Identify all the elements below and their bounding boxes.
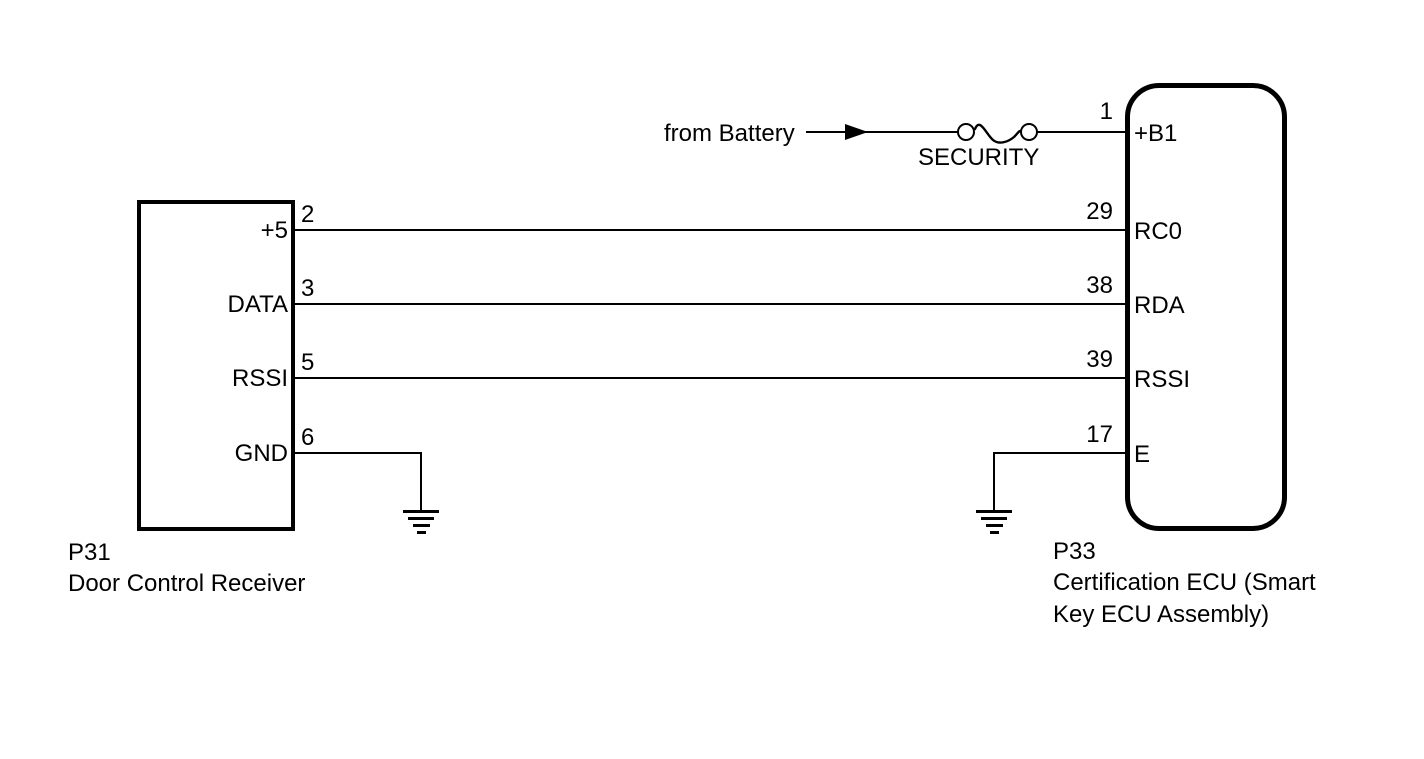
pin-number-39: 39 [1086,346,1113,373]
pin-number-6: 6 [301,424,315,451]
wire-e-horizontal [993,452,1125,454]
pin-number-38: 38 [1086,272,1113,299]
pin-label-b1: +B1 [1134,120,1178,147]
fuse-name-label: SECURITY [918,144,1040,171]
battery-source-label: from Battery [664,120,795,147]
pin-number-2: 2 [301,201,315,228]
connector-code-p31: P31 [68,539,111,566]
pin-label-data: DATA [227,291,288,318]
arrow-right-icon [845,124,868,140]
fuse-terminal-right-icon [1020,123,1038,141]
ground-symbol-right [976,452,1012,536]
wire-plus5-rc0 [295,229,1125,231]
pin-number-5: 5 [301,349,315,376]
pin-label-e: E [1134,441,1151,468]
connector-name-p33-line1: Certification ECU (Smart [1053,569,1316,596]
wire-data-rda [295,303,1125,305]
fuse-element-icon [973,123,1022,144]
ground-bar [413,524,430,527]
pin-label-rssi-right: RSSI [1134,366,1191,393]
wire-gnd-horizontal [295,452,422,454]
pin-number-17: 17 [1086,421,1113,448]
ground-bar [403,510,439,513]
ground-bar [990,531,999,534]
connector-code-p33: P33 [1053,538,1096,565]
pin-number-29: 29 [1086,198,1113,225]
pin-label-rc0: RC0 [1134,218,1183,245]
pin-number-1: 1 [1099,98,1113,125]
ground-stem [993,452,995,512]
pin-label-plus5: +5 [260,217,288,244]
fuse-terminal-left-icon [957,123,975,141]
ground-symbol-left [403,452,439,536]
connector-box-p33 [1125,83,1287,531]
ground-bar [408,517,434,520]
connector-box-p31 [137,200,295,531]
ground-bar [976,510,1012,513]
ground-bar [986,524,1003,527]
ground-stem [420,452,422,512]
wire-battery-right [1037,131,1125,133]
connector-name-p31: Door Control Receiver [68,570,306,597]
wire-rssi-rssi [295,377,1125,379]
wire-battery-left [806,131,958,133]
pin-label-rda: RDA [1134,292,1185,319]
ground-bar [981,517,1007,520]
pin-label-rssi-left: RSSI [231,365,288,392]
pin-label-gnd: GND [234,440,288,467]
connector-name-p33-line2: Key ECU Assembly) [1053,601,1270,628]
pin-number-3: 3 [301,275,315,302]
ground-bar [417,531,426,534]
